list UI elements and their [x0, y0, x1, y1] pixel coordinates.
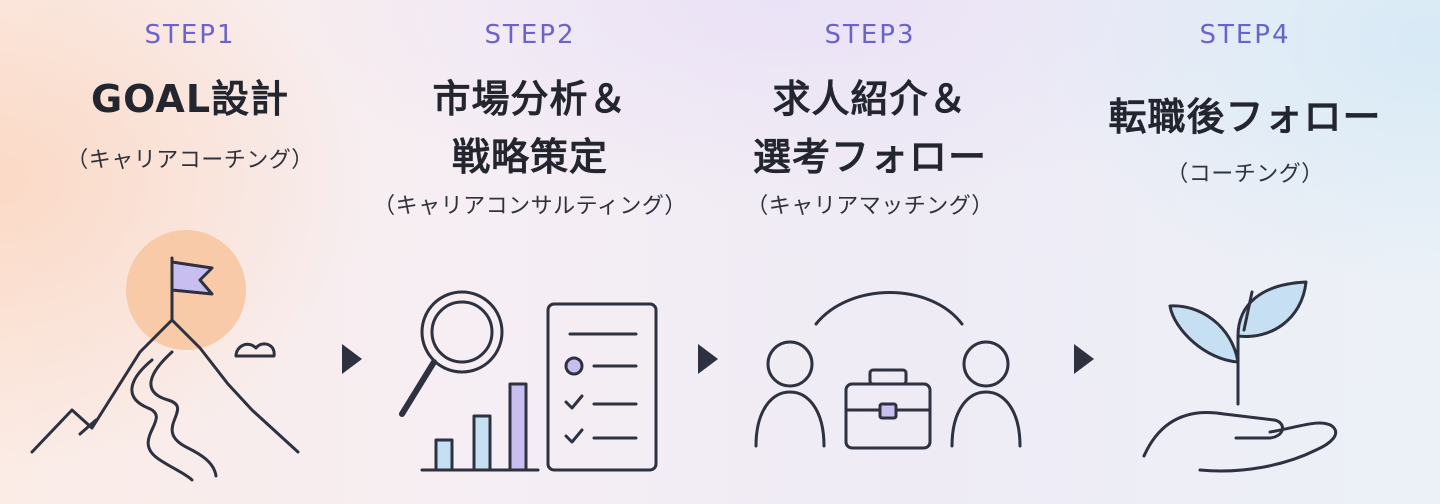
- chevron-right-icon: [1074, 344, 1094, 374]
- chevron-right-icon: [342, 344, 362, 374]
- step-subtitle: （コーチング）: [1166, 162, 1324, 187]
- step-label: STEP3: [824, 20, 916, 50]
- step-title-line-1: 求人紹介＆: [772, 77, 968, 121]
- step-subtitle: （キャリアコーチング）: [66, 148, 314, 173]
- step-subtitle: （キャリアマッチング）: [746, 194, 994, 219]
- step-title-line-1: 市場分析＆: [432, 77, 628, 121]
- analysis-icon: [399, 290, 658, 472]
- step-subtitle: （キャリアコンサルティング）: [373, 194, 687, 219]
- step-title: GOAL設計: [90, 77, 290, 121]
- step-label: STEP2: [484, 20, 576, 50]
- chevron-right-icon: [698, 344, 718, 374]
- people-briefcase-icon: [754, 291, 1022, 450]
- step-title: 転職後フォロー: [1108, 95, 1382, 139]
- mountain-flag-icon: [30, 230, 300, 482]
- step-title-line-2: 戦略策定: [451, 135, 608, 179]
- hand-sprout-icon: [1142, 280, 1338, 473]
- step-label: STEP1: [144, 20, 236, 50]
- step-label: STEP4: [1199, 20, 1291, 50]
- step-title-line-2: 選考フォロー: [752, 135, 987, 179]
